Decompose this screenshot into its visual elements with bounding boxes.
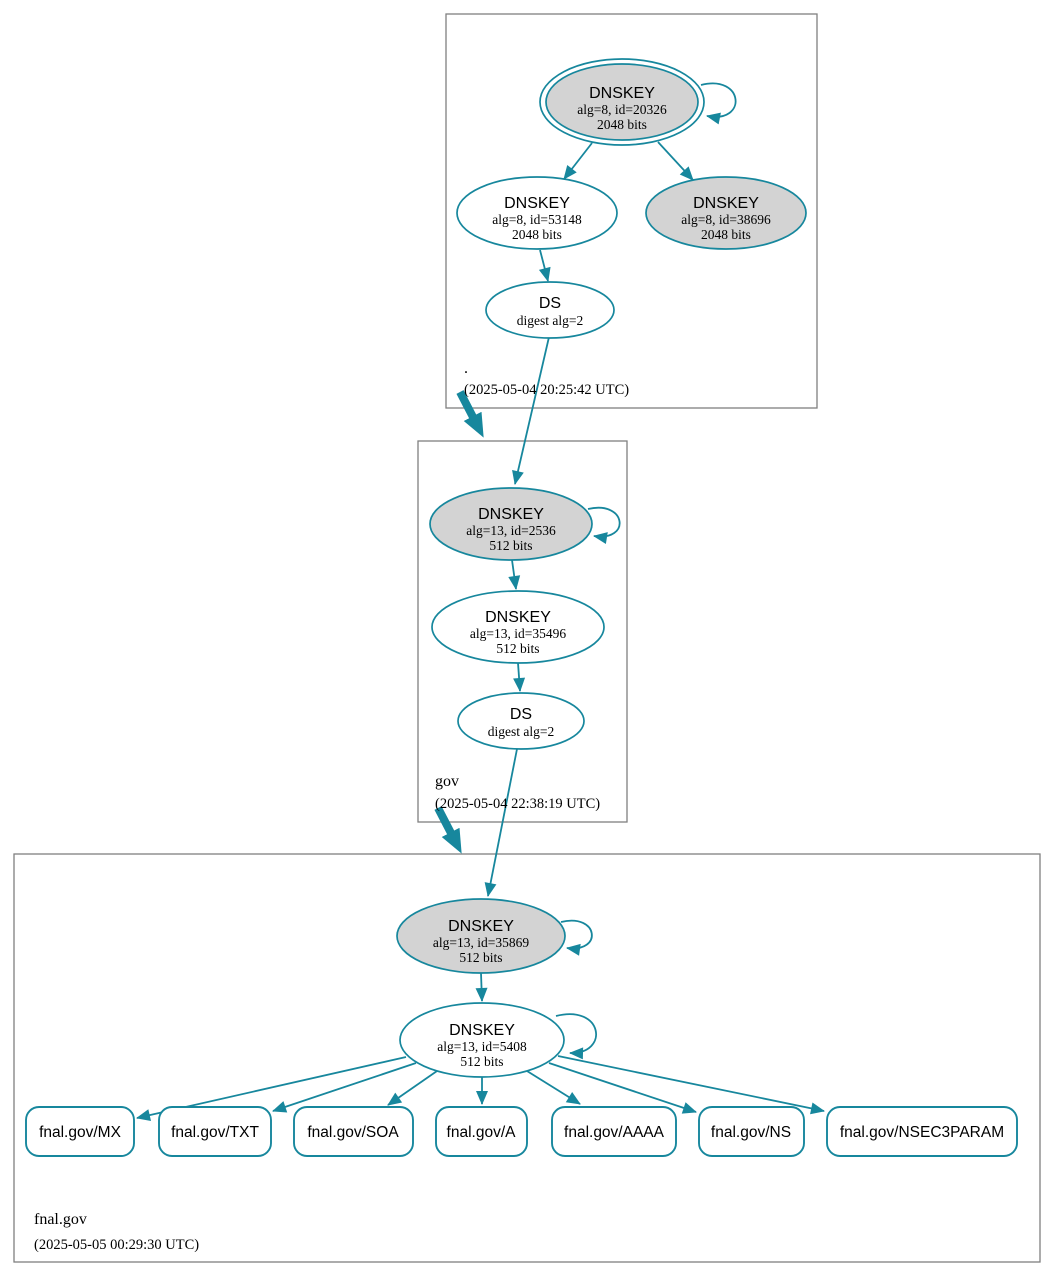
rrset-fnal-gov-ns-label: fnal.gov/NS: [711, 1124, 791, 1141]
edge-gov-zsk-to-ds: [513, 662, 526, 692]
root-ksk-detail: alg=8, id=20326: [577, 102, 667, 117]
edge-root-ksk-self-loop: [700, 82, 737, 125]
root-ksk-node[interactable]: [545, 63, 699, 141]
edge-root-zsk-to-ds: [538, 249, 551, 282]
root-ds-node[interactable]: [485, 281, 615, 339]
rrset-fnal-gov-soa[interactable]: [293, 1106, 414, 1157]
fnal-zsk-node[interactable]: [399, 1002, 565, 1078]
edge-zone-gov-to-fnal: [434, 806, 462, 854]
rrset-fnal-gov-a-label: fnal.gov/A: [447, 1124, 517, 1141]
gov-ksk-title: DNSKEY: [478, 506, 544, 523]
gov-ds-node[interactable]: [457, 692, 585, 750]
fnal-ksk-bits: 512 bits: [459, 950, 502, 965]
edge-fnal-zsk-to-soa: [387, 1070, 438, 1106]
gov-zsk-title: DNSKEY: [485, 609, 551, 626]
edge-root-ds-to-gov-ksk: [512, 336, 550, 485]
gov-ksk-node[interactable]: [429, 487, 593, 561]
rrset-fnal-gov-nsec3param[interactable]: [826, 1106, 1018, 1157]
root-key-alt-node[interactable]: [645, 176, 807, 250]
edge-root-ksk-to-key-alt: [657, 141, 694, 181]
edge-root-ksk-to-zsk: [563, 142, 593, 180]
edge-fnal-zsk-to-txt: [272, 1062, 417, 1113]
gov-ds-detail: digest alg=2: [488, 724, 554, 739]
rrset-fnal-gov-aaaa[interactable]: [551, 1106, 677, 1157]
zone-label-root: .: [464, 360, 468, 377]
edge-fnal-ksk-to-zsk: [475, 972, 488, 1002]
root-ksk-bits: 2048 bits: [597, 117, 647, 132]
gov-zsk-node[interactable]: [431, 590, 605, 664]
zone-timestamp-root: (2025-05-04 20:25:42 UTC): [464, 382, 629, 398]
rrset-fnal-gov-a[interactable]: [435, 1106, 528, 1157]
gov-zsk-detail: alg=13, id=35496: [470, 626, 566, 641]
root-key-alt-title: DNSKEY: [693, 195, 759, 212]
zone-label-gov: gov: [435, 773, 459, 790]
edge-fnal-zsk-self-loop: [555, 1013, 597, 1060]
gov-ds-title: DS: [510, 706, 532, 723]
zone-fnal-gov: DNSKEY alg=13, id=35869 512 bits DNSKEY …: [25, 898, 1018, 1253]
fnal-zsk-detail: alg=13, id=5408: [437, 1039, 527, 1054]
root-key-alt-detail: alg=8, id=38696: [681, 212, 771, 227]
zone-timestamp-fnal-gov: (2025-05-05 00:29:30 UTC): [34, 1237, 199, 1253]
fnal-ksk-node[interactable]: [396, 898, 566, 974]
rrset-fnal-gov-txt-label: fnal.gov/TXT: [171, 1124, 259, 1141]
root-ds-title: DS: [539, 295, 561, 312]
fnal-zsk-title: DNSKEY: [449, 1022, 515, 1039]
rrset-fnal-gov-aaaa-label: fnal.gov/AAAA: [564, 1124, 665, 1141]
root-zsk-title: DNSKEY: [504, 195, 570, 212]
root-zsk-detail: alg=8, id=53148: [492, 212, 582, 227]
root-key-alt-bits: 2048 bits: [701, 227, 751, 242]
fnal-ksk-detail: alg=13, id=35869: [433, 935, 529, 950]
edge-fnal-ksk-self-loop: [560, 919, 593, 956]
edge-gov-ksk-self-loop: [587, 506, 621, 544]
rrset-fnal-gov-mx[interactable]: [25, 1106, 135, 1157]
root-ksk-title: DNSKEY: [589, 85, 655, 102]
zone-gov: DNSKEY alg=13, id=2536 512 bits DNSKEY a…: [429, 487, 621, 812]
fnal-zsk-bits: 512 bits: [460, 1054, 503, 1069]
edge-gov-ksk-to-zsk: [508, 559, 521, 590]
edge-gov-ds-to-fnal-ksk: [484, 748, 518, 897]
fnal-ksk-title: DNSKEY: [448, 918, 514, 935]
zone-timestamp-gov: (2025-05-04 22:38:19 UTC): [435, 796, 600, 812]
gov-ksk-detail: alg=13, id=2536: [466, 523, 556, 538]
rrset-fnal-gov-ns[interactable]: [698, 1106, 805, 1157]
edge-fnal-zsk-to-aaaa: [526, 1070, 581, 1105]
root-zsk-bits: 2048 bits: [512, 227, 562, 242]
rrset-fnal-gov-mx-label: fnal.gov/MX: [39, 1124, 122, 1141]
zone-root: DNSKEY alg=8, id=20326 2048 bits DNSKEY …: [456, 58, 807, 398]
edge-fnal-zsk-to-nsec3param: [557, 1055, 825, 1115]
edge-zone-root-to-gov: [456, 390, 484, 438]
gov-zsk-bits: 512 bits: [496, 641, 539, 656]
rrset-fnal-gov-txt[interactable]: [158, 1106, 272, 1157]
root-zsk-node[interactable]: [456, 176, 618, 250]
edge-fnal-zsk-to-ns: [548, 1062, 697, 1114]
rrset-fnal-gov-nsec3param-label: fnal.gov/NSEC3PARAM: [840, 1124, 1004, 1141]
root-ds-detail: digest alg=2: [517, 313, 583, 328]
rrset-fnal-gov-soa-label: fnal.gov/SOA: [307, 1124, 399, 1141]
zone-label-fnal-gov: fnal.gov: [34, 1211, 87, 1228]
gov-ksk-bits: 512 bits: [489, 538, 532, 553]
